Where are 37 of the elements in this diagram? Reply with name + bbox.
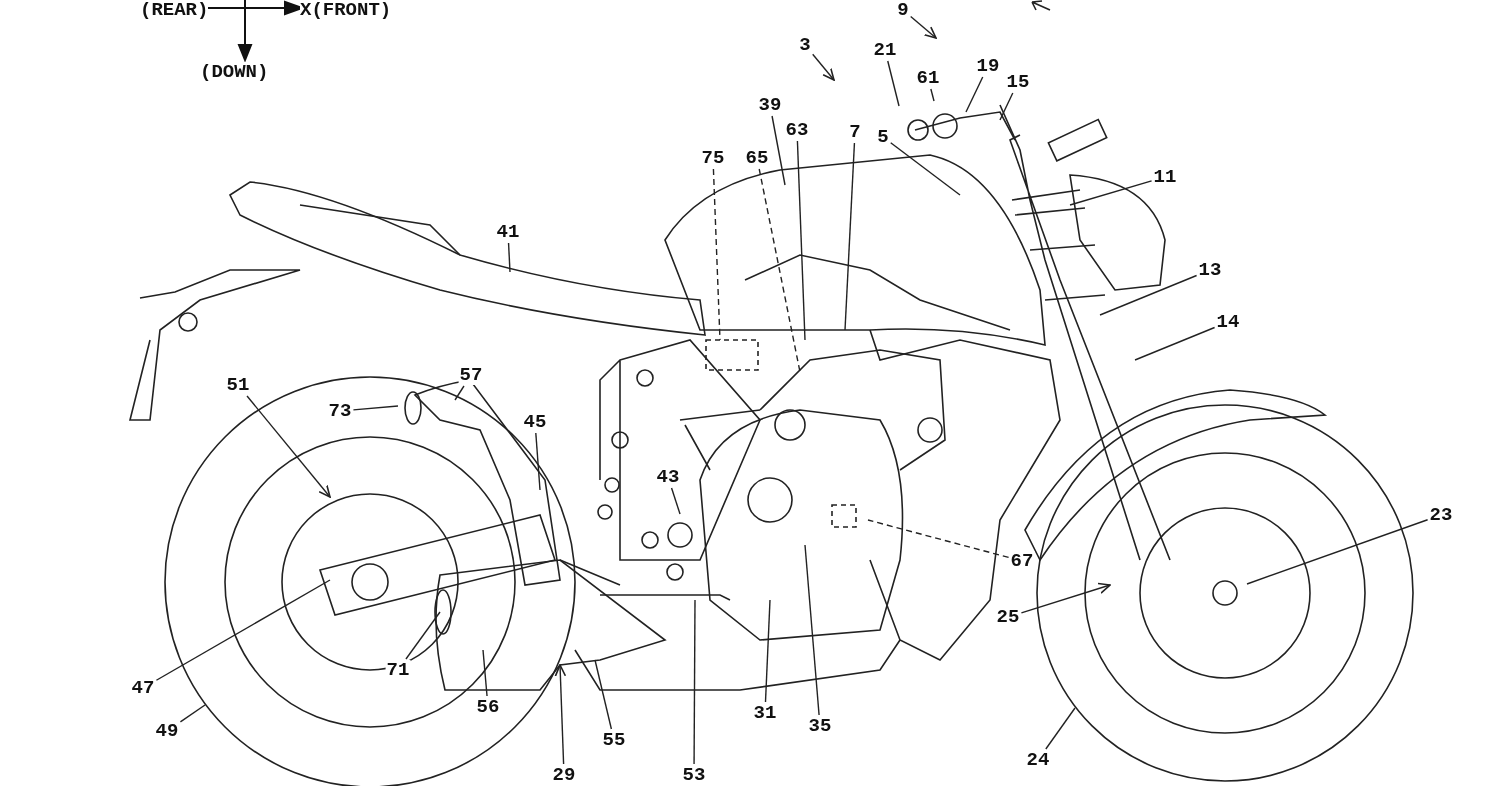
- leader-line: [1099, 274, 1198, 316]
- leader-line: [804, 544, 820, 716]
- leader-line: [405, 611, 441, 660]
- leader-line: [482, 649, 488, 697]
- leader-line: [352, 405, 399, 411]
- leader-line: [155, 579, 331, 681]
- leader-line: [1134, 326, 1216, 361]
- leader-line: [890, 142, 961, 196]
- leader-line: [999, 92, 1014, 121]
- leader-line: [670, 487, 681, 515]
- leader-line: [454, 385, 465, 401]
- leader-line: [179, 704, 206, 723]
- leader-line: [867, 519, 1010, 559]
- leader-line: [594, 659, 613, 730]
- callout-number: 57: [458, 365, 484, 385]
- leader-line: [712, 168, 721, 341]
- leader-line: [535, 432, 541, 491]
- leader-line: [1246, 519, 1429, 585]
- leader-arrow: [554, 664, 567, 765]
- leader-arrow: [1020, 582, 1111, 614]
- leader-line: [1069, 180, 1153, 206]
- leader-line: [758, 168, 801, 373]
- leader-line: [507, 242, 511, 273]
- direction-label: (DOWN): [200, 62, 269, 82]
- leader-line: [764, 599, 771, 703]
- direction-label: (REAR): [140, 0, 209, 20]
- leader-arrow: [246, 395, 331, 498]
- leader-line: [796, 140, 806, 341]
- leader-line: [771, 115, 786, 186]
- leader-line: [693, 599, 696, 765]
- leader-arrow: [812, 53, 835, 81]
- leader-line: [844, 142, 856, 331]
- leader-line: [887, 60, 900, 107]
- leader-arrow: [910, 15, 937, 39]
- leader-line: [930, 88, 935, 102]
- leader-line: [965, 76, 984, 113]
- leader-line: [1045, 707, 1076, 750]
